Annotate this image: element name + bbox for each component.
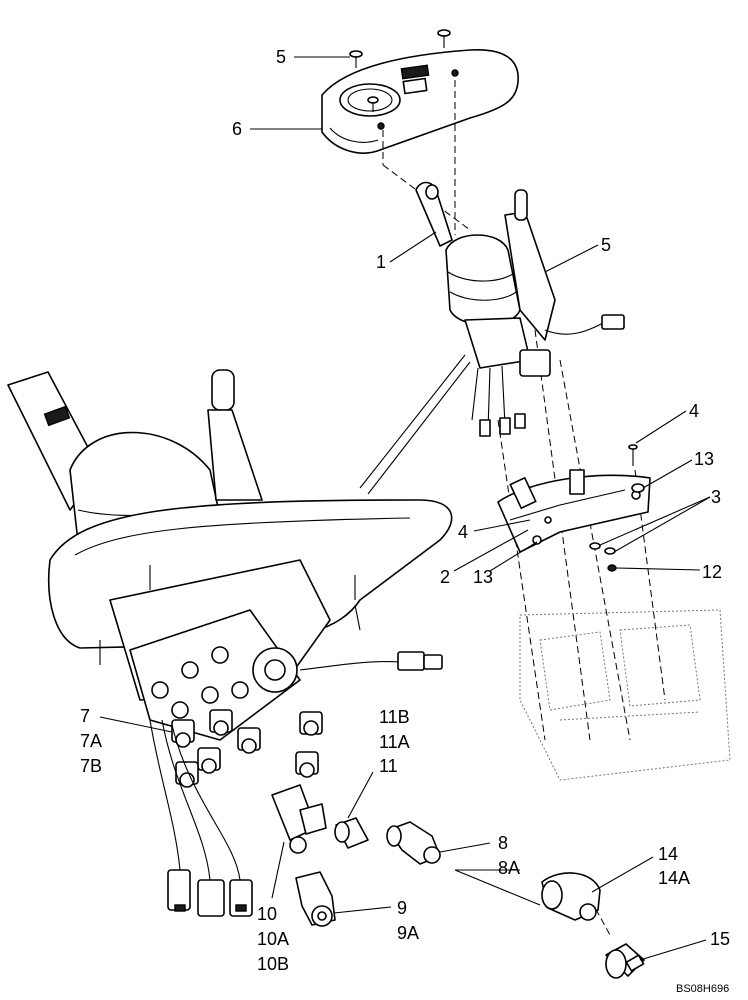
callout-4-mid: 4 (458, 522, 468, 542)
nut-12 (607, 564, 617, 572)
callout-10b: 10B (257, 954, 289, 974)
callout-11a: 11A (379, 732, 410, 752)
callout-14a: 14A (658, 868, 690, 888)
callout-5-top: 5 (276, 47, 286, 67)
joystick-assembly-exploded (415, 181, 625, 437)
callout-10a: 10A (257, 929, 289, 949)
valve-block-ghost (519, 609, 731, 781)
fitting-11 (334, 817, 369, 849)
callout-13-bottom: 13 (473, 567, 493, 587)
fittings-7 (171, 709, 323, 788)
elbow-8 (386, 821, 441, 865)
callout-5-mid: 5 (601, 235, 611, 255)
callout-13-top: 13 (694, 449, 714, 469)
callout-labels: 5 6 1 5 4 13 3 4 2 13 12 7 7A 7B 11B 11A… (80, 47, 730, 995)
joystick-base-assembly (7, 369, 453, 741)
callout-6: 6 (232, 119, 242, 139)
callout-14: 14 (658, 844, 678, 864)
drawing-code: BS08H696 (676, 983, 729, 995)
washers-3 (589, 542, 616, 555)
elbow-9 (295, 871, 336, 927)
bolt-4-top (628, 444, 638, 466)
washer-13-top (631, 483, 645, 493)
cover-plate (321, 49, 519, 154)
fitting-10 (271, 784, 327, 854)
callout-7a: 7A (80, 731, 102, 751)
callout-9a: 9A (397, 923, 419, 943)
callout-8a: 8A (498, 858, 520, 878)
mounting-bracket (497, 469, 651, 553)
screw-top-left (349, 50, 363, 68)
wire-harness-bottom (149, 719, 253, 917)
leader-lines (99, 56, 711, 961)
callout-7: 7 (80, 706, 90, 726)
connector-plug-right (299, 651, 443, 671)
screw-top-right (437, 29, 451, 48)
screw-center (367, 96, 379, 112)
callout-15: 15 (710, 929, 730, 949)
callout-11: 11 (379, 756, 398, 776)
callout-9: 9 (397, 898, 407, 918)
callout-3: 3 (711, 487, 721, 507)
callout-2: 2 (440, 567, 450, 587)
callout-4-top: 4 (689, 401, 699, 421)
callout-10: 10 (257, 904, 277, 924)
callout-8: 8 (498, 833, 508, 853)
callout-12: 12 (702, 562, 722, 582)
callout-7b: 7B (80, 756, 102, 776)
elbow-14 (541, 872, 601, 921)
callout-1: 1 (376, 252, 386, 272)
callout-11b: 11B (379, 707, 410, 727)
fitting-15 (605, 943, 645, 979)
